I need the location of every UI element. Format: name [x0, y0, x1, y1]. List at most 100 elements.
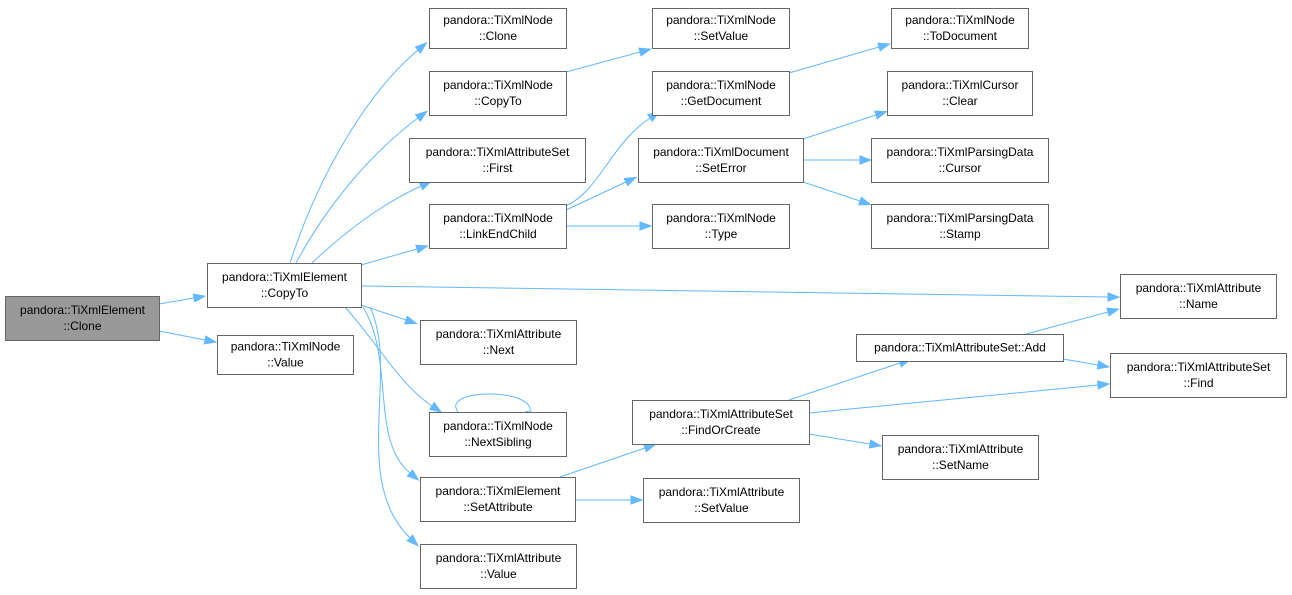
- node-box[interactable]: [420, 544, 577, 589]
- node-clone[interactable]: pandora::TiXmlElement::Clone: [5, 296, 160, 341]
- arrowhead-icon: [877, 42, 891, 52]
- node-attr-value[interactable]: pandora::TiXmlAttribute::Value: [420, 544, 577, 589]
- edge-clone-to-el_copyto: [158, 293, 207, 305]
- node-box[interactable]: [429, 204, 567, 249]
- node-box[interactable]: [409, 138, 586, 183]
- node-label-line: ::GetDocument: [681, 94, 762, 108]
- node-label-line: pandora::TiXmlAttributeSet::Add: [874, 341, 1046, 355]
- node-box[interactable]: [429, 8, 567, 49]
- node-node-value[interactable]: pandora::TiXmlNode::Value: [217, 335, 354, 375]
- arrowhead-icon: [1107, 292, 1121, 302]
- node-label-line: ::Type: [705, 227, 738, 241]
- node-box[interactable]: [1110, 353, 1287, 398]
- edge-el_copyto-to-linkendchild: [360, 244, 429, 266]
- node-node-type[interactable]: pandora::TiXmlNode::Type: [652, 204, 790, 249]
- node-el-setattribute[interactable]: pandora::TiXmlElement::SetAttribute: [420, 477, 576, 522]
- node-box[interactable]: [632, 400, 810, 445]
- node-attr-name[interactable]: pandora::TiXmlAttribute::Name: [1120, 274, 1277, 319]
- node-box[interactable]: [887, 71, 1033, 116]
- node-box[interactable]: [420, 320, 577, 365]
- node-box[interactable]: [207, 263, 362, 308]
- node-label-line: ::SetError: [695, 161, 746, 175]
- edge-doc_seterror-to-cursor_clear: [802, 110, 888, 140]
- node-box[interactable]: [420, 477, 576, 522]
- edge-clone-to-node_value: [158, 330, 218, 345]
- node-getdocument[interactable]: pandora::TiXmlNode::GetDocument: [652, 71, 790, 116]
- node-findorcreate[interactable]: pandora::TiXmlAttributeSet::FindOrCreate: [632, 400, 810, 445]
- node-parsing-stamp[interactable]: pandora::TiXmlParsingData::Stamp: [871, 204, 1049, 249]
- edge-doc_seterror-to-parsing_cursor: [803, 155, 873, 165]
- edge-el_copyto-to-attr_value: [369, 306, 419, 547]
- node-node-clone[interactable]: pandora::TiXmlNode::Clone: [429, 8, 567, 49]
- node-box[interactable]: [638, 138, 804, 183]
- node-todocument[interactable]: pandora::TiXmlNode::ToDocument: [891, 8, 1029, 49]
- node-box[interactable]: [652, 204, 790, 249]
- node-label-line: ::SetValue: [694, 501, 749, 515]
- arrowhead-icon: [414, 41, 428, 54]
- node-attrset-find[interactable]: pandora::TiXmlAttributeSet::Find: [1110, 353, 1287, 398]
- arrowhead-icon: [639, 221, 653, 231]
- node-box[interactable]: [871, 138, 1049, 183]
- edge-line: [289, 49, 419, 264]
- node-node-setvalue[interactable]: pandora::TiXmlNode::SetValue: [652, 8, 790, 49]
- node-label-line: ::Name: [1179, 297, 1218, 311]
- node-box[interactable]: [429, 412, 567, 457]
- node-box[interactable]: [217, 335, 354, 375]
- node-parsing-cursor[interactable]: pandora::TiXmlParsingData::Cursor: [871, 138, 1049, 183]
- node-layer: pandora::TiXmlElement::Clonepandora::TiX…: [5, 8, 1287, 589]
- edge-line: [788, 46, 880, 74]
- node-label-line: pandora::TiXmlAttribute: [436, 327, 562, 341]
- arrowhead-icon: [192, 293, 207, 303]
- edge-line: [295, 117, 419, 264]
- node-box[interactable]: [871, 204, 1049, 249]
- node-label-line: pandora::TiXmlNode: [905, 13, 1015, 27]
- node-label-line: pandora::TiXmlElement: [20, 303, 146, 317]
- arrowhead-icon: [868, 439, 883, 449]
- node-node-copyto[interactable]: pandora::TiXmlNode::CopyTo: [429, 71, 567, 116]
- node-label-line: ::CopyTo: [474, 94, 522, 108]
- node-doc-seterror[interactable]: pandora::TiXmlDocument::SetError: [638, 138, 804, 183]
- edge-linkendchild-to-doc_seterror: [565, 176, 638, 211]
- edge-el_copyto-to-node_copyto: [295, 110, 428, 264]
- edge-el_copyto-to-el_setattribute: [362, 306, 420, 482]
- node-label-line: ::First: [483, 161, 514, 175]
- arrowhead-icon: [428, 401, 443, 413]
- node-box[interactable]: [652, 71, 790, 116]
- edge-line: [1025, 311, 1109, 335]
- node-box[interactable]: [643, 478, 800, 523]
- edge-findorcreate-to-attrset_add: [788, 358, 912, 401]
- arrowhead-icon: [859, 155, 873, 165]
- edge-el_copyto-to-attr_name: [360, 285, 1121, 302]
- node-label-line: ::SetValue: [694, 29, 749, 43]
- node-linkendchild[interactable]: pandora::TiXmlNode::LinkEndChild: [429, 204, 567, 249]
- node-box[interactable]: [652, 8, 790, 49]
- edge-line: [344, 306, 433, 407]
- node-box[interactable]: [429, 71, 567, 116]
- node-attrset-add[interactable]: pandora::TiXmlAttributeSet::Add: [856, 334, 1064, 362]
- node-label-line: ::CopyTo: [261, 286, 309, 300]
- node-el-copyto[interactable]: pandora::TiXmlElement::CopyTo: [207, 263, 362, 308]
- node-box[interactable]: [5, 296, 160, 341]
- edge-line: [802, 114, 877, 140]
- node-box[interactable]: [882, 435, 1039, 480]
- node-box[interactable]: [891, 8, 1029, 49]
- node-nextsibling[interactable]: pandora::TiXmlNode::NextSibling: [429, 412, 567, 457]
- node-cursor-clear[interactable]: pandora::TiXmlCursor::Clear: [887, 71, 1033, 116]
- edge-el_copyto-to-attr_next: [360, 304, 418, 325]
- node-attrset-first[interactable]: pandora::TiXmlAttributeSet::First: [409, 138, 586, 183]
- node-attr-setvalue[interactable]: pandora::TiXmlAttribute::SetValue: [643, 478, 800, 523]
- edge-line: [565, 181, 627, 211]
- node-box[interactable]: [856, 334, 1064, 362]
- edge-el_copyto-to-nextsibling: [344, 306, 443, 413]
- node-label-line: pandora::TiXmlAttributeSet: [649, 407, 793, 421]
- edge-line: [158, 330, 206, 341]
- node-attr-next[interactable]: pandora::TiXmlAttribute::Next: [420, 320, 577, 365]
- arrowhead-icon: [1106, 307, 1121, 317]
- node-label-line: pandora::TiXmlNode: [443, 211, 553, 225]
- node-box[interactable]: [1120, 274, 1277, 319]
- node-label-line: pandora::TiXmlNode: [443, 419, 553, 433]
- node-label-line: pandora::TiXmlAttributeSet: [426, 145, 570, 159]
- edge-line: [788, 362, 901, 401]
- node-attr-setname[interactable]: pandora::TiXmlAttribute::SetName: [882, 435, 1039, 480]
- arrowhead-icon: [874, 110, 888, 120]
